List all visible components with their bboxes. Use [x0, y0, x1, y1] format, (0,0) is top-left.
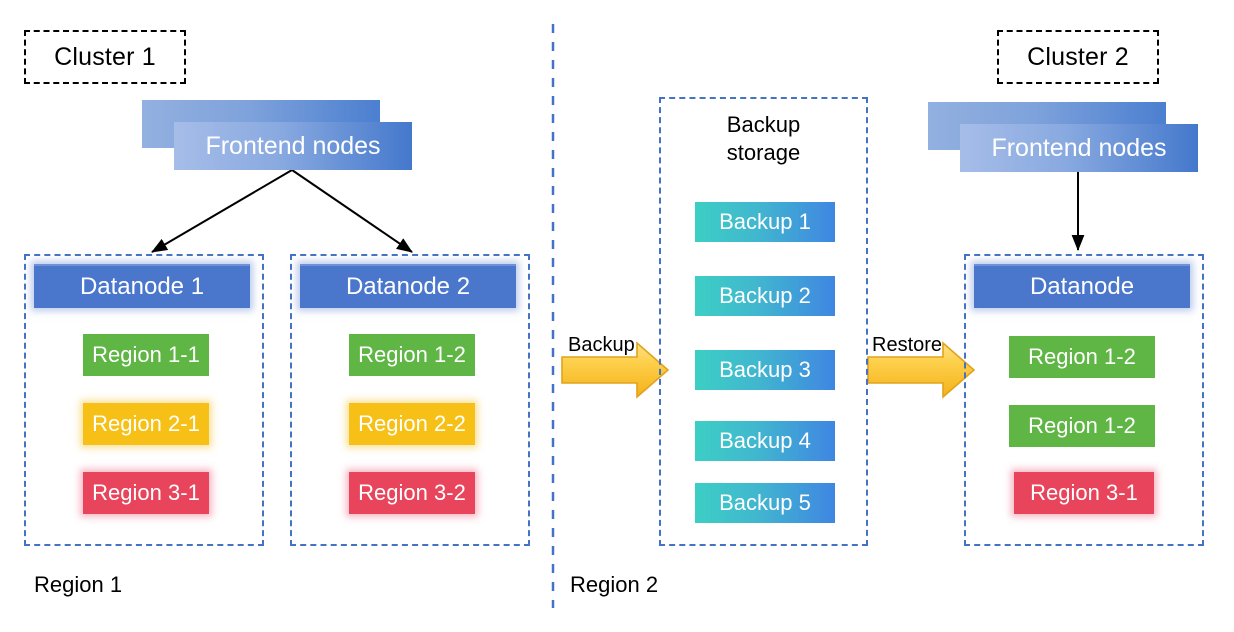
region-chip[interactable]: Region 3-2 — [349, 472, 475, 514]
datanode-2-container: Datanode 2 Region 1-2 Region 2-2 Region … — [290, 254, 530, 546]
restore-arrow-label: Restore — [872, 334, 942, 357]
region-chip-label: Region 3-2 — [358, 480, 466, 505]
datanode-1-header[interactable]: Datanode 1 — [34, 264, 250, 308]
cluster-1-label: Cluster 1 — [24, 30, 186, 84]
backup-chip-label: Backup 1 — [719, 209, 811, 234]
region-chip-label: Region 1-2 — [358, 342, 466, 367]
datanode-2-header-label: Datanode 2 — [345, 273, 471, 300]
frontend-nodes-cluster-1[interactable]: Frontend nodes — [142, 100, 414, 172]
region-chip[interactable]: Region 1-1 — [83, 334, 209, 376]
backup-storage-title-line-1: Backup — [726, 112, 801, 137]
region-chip[interactable]: Region 2-1 — [83, 403, 209, 445]
region-chip-label: Region 1-2 — [1028, 344, 1136, 369]
frontend-nodes-cluster-2[interactable]: Frontend nodes — [928, 102, 1200, 174]
datanode-1-container: Datanode 1 Region 1-1 Region 2-1 Region … — [24, 254, 264, 546]
region-chip[interactable]: Region 1-2 — [349, 334, 475, 376]
region-chip[interactable]: Region 3-1 — [1014, 472, 1154, 514]
region-2-caption: Region 2 — [570, 572, 658, 598]
region-chip[interactable]: Region 1-2 — [1009, 405, 1155, 447]
backup-chip[interactable]: Backup 1 — [695, 202, 835, 242]
backup-chip[interactable]: Backup 5 — [695, 483, 835, 523]
region-1-caption-text: Region 1 — [34, 572, 123, 597]
backup-chip-label: Backup 3 — [719, 357, 811, 382]
backup-chip-label: Backup 5 — [719, 490, 811, 515]
frontend-nodes-label: Frontend nodes — [991, 133, 1167, 162]
region-chip[interactable]: Region 1-2 — [1009, 336, 1155, 378]
datanode-cluster2-header-label: Datanode — [1029, 273, 1135, 300]
region-chip-label: Region 1-2 — [1028, 413, 1136, 438]
datanode-cluster2-container: Datanode Region 1-2 Region 1-2 Region 3-… — [964, 254, 1204, 546]
backup-chip[interactable]: Backup 2 — [695, 276, 835, 316]
datanode-1-header-label: Datanode 1 — [79, 273, 205, 300]
region-chip[interactable]: Region 3-1 — [83, 472, 209, 514]
backup-chip-label: Backup 2 — [719, 283, 811, 308]
region-2-caption-text: Region 2 — [570, 572, 659, 597]
region-chip[interactable]: Region 2-2 — [349, 403, 475, 445]
region-chip-label: Region 3-1 — [92, 480, 200, 505]
cluster-2-label: Cluster 2 — [997, 30, 1159, 84]
backup-storage-title: Backup storage — [661, 111, 866, 167]
frontend-nodes-front-card: Frontend nodes — [960, 124, 1198, 172]
frontend-nodes-front-card: Frontend nodes — [174, 122, 412, 170]
backup-chip[interactable]: Backup 3 — [695, 350, 835, 390]
cluster-2-label-text: Cluster 2 — [1027, 42, 1129, 71]
backup-storage-container: Backup storage Backup 1 Backup 2 Backup … — [659, 97, 868, 546]
backup-storage-title-line-2: storage — [726, 140, 801, 166]
datanode-2-header[interactable]: Datanode 2 — [300, 264, 516, 308]
frontend-to-datanode2-arrow — [291, 169, 413, 253]
datanode-cluster2-header[interactable]: Datanode — [974, 264, 1190, 308]
restore-arrow-label-text: Restore — [872, 334, 943, 356]
region-chip-label: Region 3-1 — [1030, 480, 1138, 505]
frontend-to-datanode1-arrow — [151, 169, 293, 253]
backup-arrow-label: Backup — [568, 334, 635, 357]
region-1-caption: Region 1 — [34, 572, 122, 598]
region-chip-label: Region 1-1 — [92, 342, 200, 367]
backup-chip-label: Backup 4 — [719, 428, 811, 453]
frontend-nodes-label: Frontend nodes — [205, 131, 381, 160]
backup-chip[interactable]: Backup 4 — [695, 421, 835, 461]
region-chip-label: Region 2-2 — [358, 411, 466, 436]
cluster-1-label-text: Cluster 1 — [54, 42, 156, 71]
region-chip-label: Region 2-1 — [92, 411, 200, 436]
backup-arrow-label-text: Backup — [568, 334, 635, 356]
